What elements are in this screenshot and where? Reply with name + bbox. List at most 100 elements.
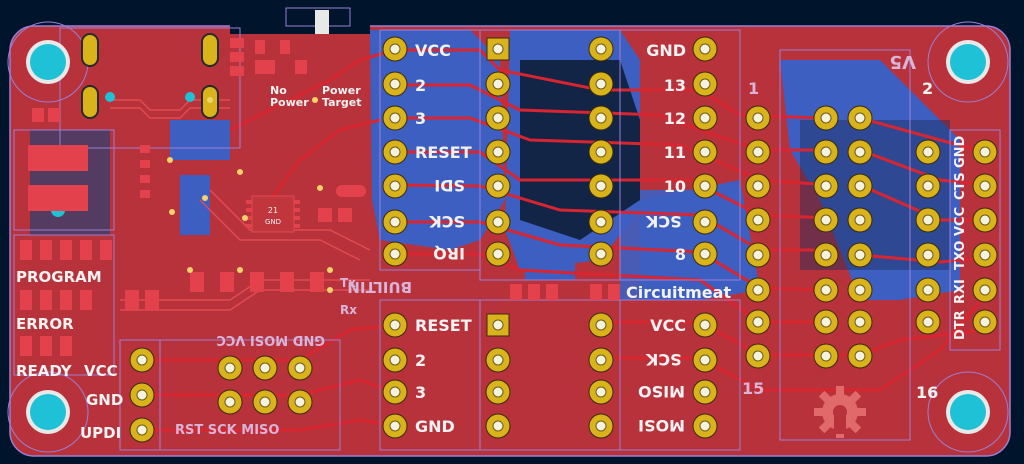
through-hole-pad	[847, 105, 873, 131]
through-hole-pad	[692, 105, 718, 131]
front-copper-traces	[150, 48, 987, 432]
through-hole-pad	[129, 347, 155, 373]
through-hole-pad	[847, 309, 873, 335]
through-hole-pad	[217, 389, 243, 415]
through-hole-pad	[588, 139, 614, 165]
label-sdi: SDI	[434, 176, 465, 195]
through-hole-pad	[847, 139, 873, 165]
label-gnd-s: GND	[953, 135, 968, 168]
through-hole-pad	[485, 105, 511, 131]
label-reset-2: RESET	[415, 316, 472, 335]
label-ready: READY	[16, 362, 73, 380]
through-hole-pad	[588, 209, 614, 235]
through-hole-pad	[692, 241, 718, 267]
through-hole-pad	[745, 343, 771, 369]
through-hole-pad	[692, 312, 718, 338]
through-hole-pad	[972, 277, 998, 303]
through-hole-pad	[382, 413, 408, 439]
center-top-labels: VCC 2 3 RESET SDI SCK IRQ	[415, 41, 472, 263]
through-hole-pad	[217, 355, 243, 381]
through-hole-pad	[382, 139, 408, 165]
label-tx: Tx	[340, 276, 356, 290]
through-hole-pad	[382, 71, 408, 97]
label-pin-3b: 3	[415, 383, 426, 402]
label-left-updi: UPDI	[80, 424, 121, 442]
through-hole-pad	[382, 209, 408, 235]
through-hole-pad	[485, 379, 511, 405]
ic-label: 21	[268, 206, 278, 215]
through-hole-pad	[847, 242, 873, 268]
label-cts: CTS	[953, 172, 968, 200]
through-hole-pad	[382, 173, 408, 199]
through-hole-pad	[692, 36, 718, 62]
through-hole-pad	[382, 36, 408, 62]
through-hole-pad	[915, 139, 941, 165]
through-hole-pad	[588, 241, 614, 267]
through-hole-pad	[485, 209, 511, 235]
label-left-gnd: GND	[86, 391, 123, 409]
label-program: PROGRAM	[16, 268, 102, 286]
through-hole-pad	[813, 277, 839, 303]
label-pin-2b: 2	[415, 351, 426, 370]
through-hole-pad	[485, 173, 511, 199]
through-hole-pad	[485, 139, 511, 165]
through-hole-pad	[847, 343, 873, 369]
through-hole-pad	[745, 207, 771, 233]
through-hole-pad	[745, 105, 771, 131]
through-hole-pad	[588, 36, 614, 62]
label-8: 8	[675, 245, 686, 264]
label-13: 13	[664, 76, 686, 95]
through-hole-pad	[485, 241, 511, 267]
through-hole-pad	[588, 105, 614, 131]
through-hole-pad	[745, 173, 771, 199]
through-hole-pad	[252, 389, 278, 415]
through-hole-pad	[382, 312, 408, 338]
through-hole-pad	[692, 173, 718, 199]
through-hole-pad	[847, 173, 873, 199]
through-hole-pad	[847, 277, 873, 303]
right-top-labels: GND 13 12 11 10 SCK 8	[645, 41, 686, 264]
through-hole-pad	[129, 417, 155, 443]
through-hole-pad	[692, 347, 718, 373]
label-rxi: RXI	[953, 279, 968, 304]
through-hole-pad	[745, 309, 771, 335]
label-rx: Rx	[340, 303, 357, 317]
label-miso-r: MISO	[638, 382, 685, 401]
pin-number-1: 1	[748, 79, 759, 98]
pin-number-15: 15	[742, 379, 764, 398]
brand-label: Circuitmeat	[626, 283, 731, 302]
through-hole-pad	[813, 173, 839, 199]
label-12: 12	[664, 109, 686, 128]
through-hole-pad	[972, 139, 998, 165]
label-pin-2: 2	[415, 76, 426, 95]
serial-header-labels: DTR RXI TXO VCC CTS GND	[953, 135, 968, 340]
through-hole-pads	[129, 36, 998, 443]
label-sck-r: SCK	[645, 212, 681, 231]
through-hole-pad	[486, 313, 510, 337]
through-hole-pad	[745, 242, 771, 268]
through-hole-pad	[847, 207, 873, 233]
through-hole-pad	[813, 139, 839, 165]
mount-hole-icon	[26, 40, 990, 434]
through-hole-pad	[692, 413, 718, 439]
label-builtin: BUILTIN	[347, 278, 412, 296]
label-vcc-r: VCC	[650, 316, 686, 335]
through-hole-pad	[382, 347, 408, 373]
through-hole-pad	[915, 207, 941, 233]
through-hole-pad	[813, 207, 839, 233]
through-hole-pad	[813, 105, 839, 131]
through-hole-pad	[129, 382, 155, 408]
through-hole-pad	[915, 242, 941, 268]
version-label: V5	[890, 51, 916, 72]
ic-sub-label: GND	[265, 218, 281, 226]
label-dtr: DTR	[953, 310, 968, 340]
mcu-chip: 21 GND	[246, 195, 300, 233]
through-hole-pad	[287, 355, 313, 381]
label-isp-top: GND MOSI VCC	[216, 332, 325, 347]
through-hole-pad	[692, 379, 718, 405]
label-sck-r2: SCK	[645, 350, 681, 369]
label-gnd-r: GND	[646, 41, 686, 60]
